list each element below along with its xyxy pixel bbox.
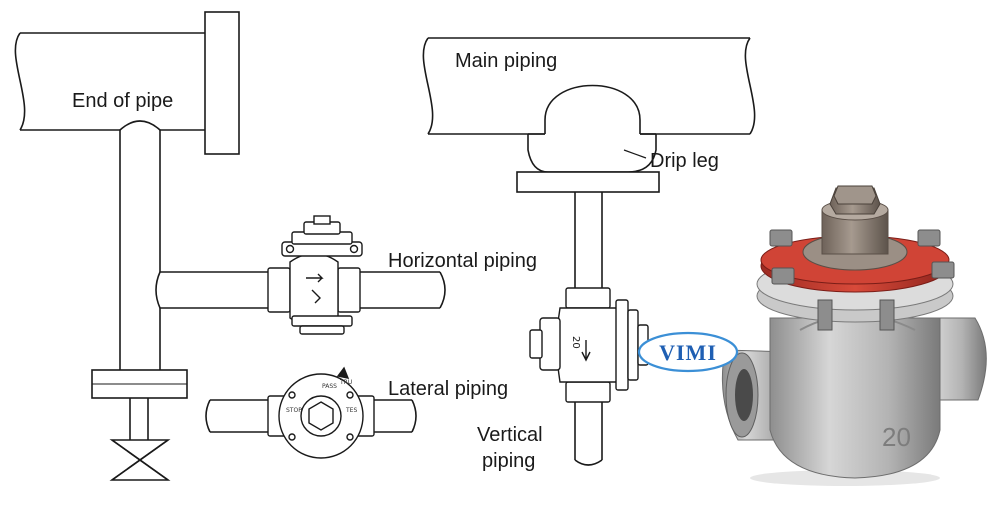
- vimi-watermark: VIMI: [637, 331, 739, 373]
- end-flange: [204, 11, 240, 155]
- trap-vertical: [529, 287, 649, 403]
- end-of-pipe-label: End of pipe: [72, 90, 174, 112]
- vertical-pipe: [574, 192, 603, 466]
- steam-trap-product: [721, 185, 987, 486]
- left-drop-pipe: [119, 130, 161, 370]
- drip-leg-flange: [516, 171, 660, 193]
- watermark-text: VIMI: [659, 340, 717, 365]
- dial-tru-text: TRU: [339, 379, 352, 386]
- trap-lateral: [267, 366, 375, 459]
- main-piping-label: Main piping: [455, 50, 558, 72]
- dial-test-text: TES: [345, 407, 357, 414]
- product-size-marking: 20: [882, 422, 911, 452]
- trap-size-marking: 20: [570, 336, 581, 349]
- left-main-pipe: [14, 32, 205, 131]
- vertical-piping-label-line1: Vertical: [477, 424, 543, 446]
- vertical-piping-label-line2: piping: [482, 450, 536, 472]
- horizontal-piping-label: Horizontal piping: [388, 250, 537, 272]
- horizontal-branch-pipe: [155, 271, 446, 309]
- drip-leg-label: Drip leg: [650, 150, 719, 172]
- blowdown-valve: [109, 398, 171, 481]
- dial-pass-text: PASS: [322, 383, 337, 390]
- trap-horizontal: [267, 215, 363, 335]
- drip-leg: [527, 133, 657, 173]
- center-main-pipe: [422, 37, 756, 135]
- dial-stop-text: STOP: [286, 407, 302, 414]
- lateral-piping-label: Lateral piping: [388, 378, 509, 400]
